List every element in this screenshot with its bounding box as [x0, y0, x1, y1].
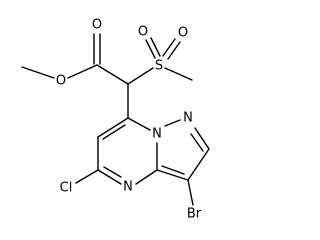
atom-o-carbonyl: O — [92, 18, 102, 33]
structure-diagram: O O S O O N N N Cl Br — [21, 18, 210, 222]
bond-carbonylc-ch — [96, 64, 129, 85]
atom-s: S — [155, 59, 163, 74]
bond-oester-carbonylc — [67, 64, 98, 79]
bond-so-right-b — [167, 41, 181, 60]
atom-n-pyrimidine: N — [123, 180, 133, 195]
bond-ch-s — [127, 67, 154, 85]
molecule-drawing: O O S O O N N N Cl Br — [21, 18, 210, 222]
bond-n1-c2 — [194, 127, 210, 150]
atom-n-pyrazole: N — [183, 111, 193, 126]
atom-o-s-left: O — [138, 25, 148, 40]
bond-so-left-b — [150, 37, 161, 57]
atom-labels: O O S O O N N N Cl Br — [56, 18, 202, 222]
atom-o-s-right: O — [178, 26, 188, 41]
bond-c5-n4-inner — [103, 166, 122, 178]
bond-c3-br — [187, 179, 194, 206]
bond-so-right-a — [162, 38, 176, 57]
bond-methyl-oester — [21, 66, 55, 79]
bond-c7-c6-inner — [102, 124, 126, 140]
bond-c3-c3a-inner — [161, 165, 185, 175]
bond-nbridge-c7 — [127, 117, 151, 131]
bond-n4-c3a — [135, 169, 158, 185]
atom-n-bridge: N — [152, 127, 162, 142]
atom-o-ester: O — [56, 74, 66, 89]
bond-c7-c6 — [97, 117, 129, 138]
bond-c3-c3a — [156, 169, 189, 181]
atom-cl: Cl — [60, 181, 73, 196]
bond-nbridge-n1 — [164, 119, 181, 127]
bond-so-left-a — [145, 39, 156, 59]
bond-c5-n4 — [97, 169, 122, 185]
bond-n1-c2-inner — [190, 133, 204, 152]
bond-c5-cl — [75, 169, 99, 184]
bonds — [21, 33, 210, 206]
bond-c2-c3 — [187, 148, 210, 181]
atom-br: Br — [187, 207, 202, 222]
bond-s-methyl — [164, 67, 193, 81]
